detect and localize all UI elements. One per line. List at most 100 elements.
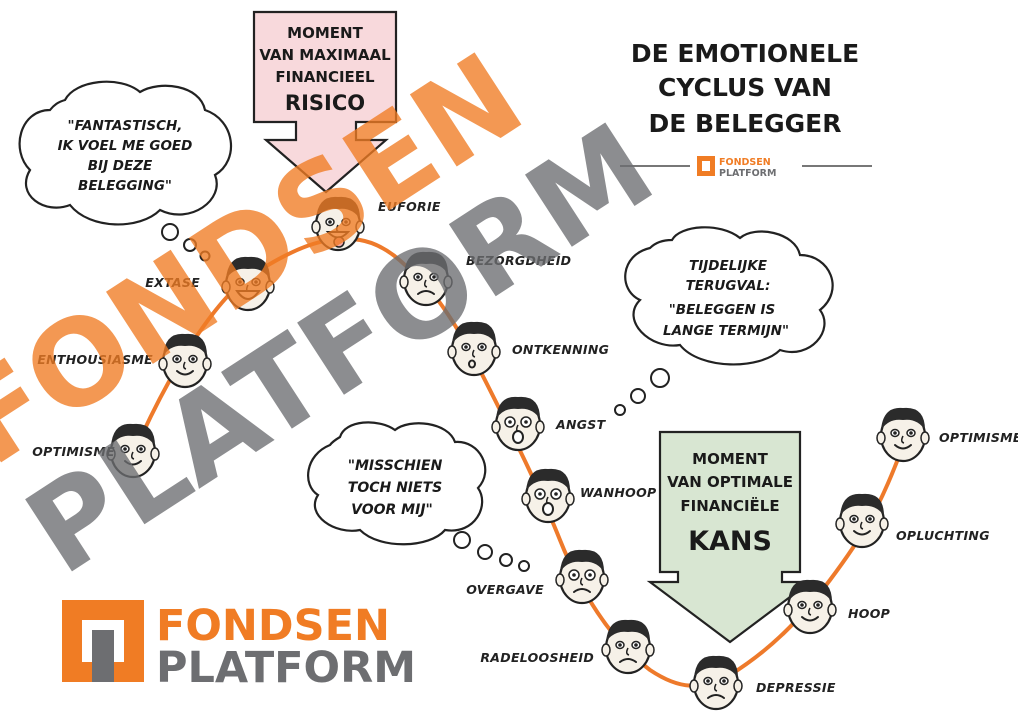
title-line-3: DE BELEGGER	[648, 109, 841, 138]
hair-icon	[526, 468, 570, 491]
ear-icon	[311, 220, 321, 234]
risk-moment-callout: MOMENT VAN MAXIMAAL FINANCIEEL RISICO	[252, 10, 398, 194]
stage-label: OPLUCHTING	[896, 528, 990, 543]
hair-icon	[316, 196, 360, 219]
logo-mark-stem	[92, 630, 114, 682]
pupil-icon	[554, 492, 558, 496]
ear-icon	[443, 275, 453, 289]
stage-5: BEZORGDHEID	[399, 251, 571, 307]
brand-logo: FONDSEN PLATFORM	[62, 600, 416, 693]
risk-line-4: RISICO	[285, 91, 365, 115]
ear-icon	[645, 643, 655, 657]
bubble-dot	[630, 388, 646, 404]
stage-label: EXTASE	[145, 275, 200, 290]
nose-icon	[713, 683, 718, 692]
stage-11: DEPRESSIE	[689, 655, 836, 711]
bubble-dot	[650, 368, 670, 388]
title-block: DE EMOTIONELE CYCLUS VAN DE BELEGGER FON…	[620, 39, 872, 179]
ear-icon	[601, 643, 611, 657]
logo-word-top: FONDSEN	[156, 601, 390, 651]
ear-icon	[202, 357, 212, 371]
ear-icon	[106, 447, 116, 461]
maybe-line-2: TOCH NIETS	[348, 480, 442, 496]
fantastic-line-4: BELEGGING"	[78, 178, 172, 194]
ear-icon	[689, 679, 699, 693]
ear-icon	[150, 447, 160, 461]
ear-icon	[876, 431, 886, 445]
bubble-dot	[477, 544, 493, 560]
pupil-icon	[588, 573, 592, 577]
ear-icon	[827, 603, 837, 617]
hair-icon	[788, 579, 832, 602]
stage-14: OPTIMISME	[876, 407, 1018, 463]
fantastic-line-1: "FANTASTISCH,	[68, 118, 183, 134]
nose-icon	[130, 451, 135, 460]
ear-icon	[521, 492, 531, 506]
stage-label: DEPRESSIE	[756, 680, 836, 695]
stage-12: HOOP	[783, 579, 890, 635]
dip-line-3: "BELEGGEN IS	[669, 302, 776, 318]
ear-icon	[733, 679, 743, 693]
nose-icon	[471, 349, 476, 358]
stage-label: WANHOOP	[580, 485, 656, 500]
nose-icon	[625, 647, 630, 656]
bubble-shape	[18, 80, 233, 226]
pupil-icon	[893, 431, 897, 435]
stage-label: BEZORGDHEID	[466, 253, 571, 268]
stage-6: ONTKENNING	[447, 321, 609, 377]
pupil-icon	[852, 517, 856, 521]
stage-label: EUFORIE	[378, 199, 441, 214]
pupil-icon	[800, 603, 804, 607]
stage-label: RADELOOSHEID	[480, 650, 594, 665]
pupil-icon	[480, 345, 484, 349]
dip-line-2: TERUGVAL:	[686, 278, 771, 294]
bubble-dot	[453, 531, 471, 549]
chance-line-3: FINANCIËLE	[680, 496, 779, 515]
ear-icon	[783, 603, 793, 617]
pupil-icon	[868, 517, 872, 521]
pupil-icon	[416, 275, 420, 279]
pupil-icon	[572, 573, 576, 577]
risk-line-1: MOMENT	[287, 24, 363, 42]
pupil-icon	[634, 643, 638, 647]
thought-bubble-dip: TIJDELIJKE TERUGVAL: "BELEGGEN IS LANGE …	[614, 226, 834, 416]
maybe-line-1: "MISSCHIEN	[348, 458, 443, 474]
pupil-icon	[344, 220, 348, 224]
dip-line-1: TIJDELIJKE	[689, 258, 768, 274]
bubble-dot	[518, 560, 530, 572]
emotion-curve	[131, 236, 907, 688]
bubble-dot	[499, 553, 513, 567]
small-logo-top: FONDSEN	[719, 157, 771, 168]
logo-word-bottom: PLATFORM	[156, 643, 416, 693]
chance-line-2: VAN OPTIMALE	[667, 473, 793, 491]
pupil-icon	[328, 220, 332, 224]
pupil-icon	[191, 357, 195, 361]
stage-label: OPTIMISME	[32, 444, 115, 459]
stage-label: HOOP	[848, 606, 890, 621]
title-line-1: DE EMOTIONELE	[631, 39, 859, 68]
pupil-icon	[254, 280, 258, 284]
thought-bubble-fantastic: "FANTASTISCH, IK VOEL ME GOED BIJ DEZE B…	[18, 80, 233, 262]
stage-4: EUFORIE	[311, 196, 441, 252]
ear-icon	[920, 431, 930, 445]
ear-icon	[599, 573, 609, 587]
nose-icon	[423, 279, 428, 288]
hair-icon	[840, 493, 884, 516]
pupil-icon	[238, 280, 242, 284]
pupil-icon	[618, 643, 622, 647]
stage-3: EXTASE	[145, 256, 275, 312]
title-line-2: CYCLUS VAN	[658, 73, 832, 102]
pupil-icon	[175, 357, 179, 361]
nose-icon	[859, 521, 864, 530]
chance-line-4: KANS	[688, 526, 772, 557]
hair-icon	[496, 396, 540, 419]
pupil-icon	[464, 345, 468, 349]
stage-10: RADELOOSHEID	[480, 619, 655, 675]
pupil-icon	[706, 679, 710, 683]
pupil-icon	[909, 431, 913, 435]
nose-icon	[900, 435, 905, 444]
maybe-line-3: VOOR MIJ"	[351, 502, 433, 518]
pupil-icon	[123, 447, 127, 451]
